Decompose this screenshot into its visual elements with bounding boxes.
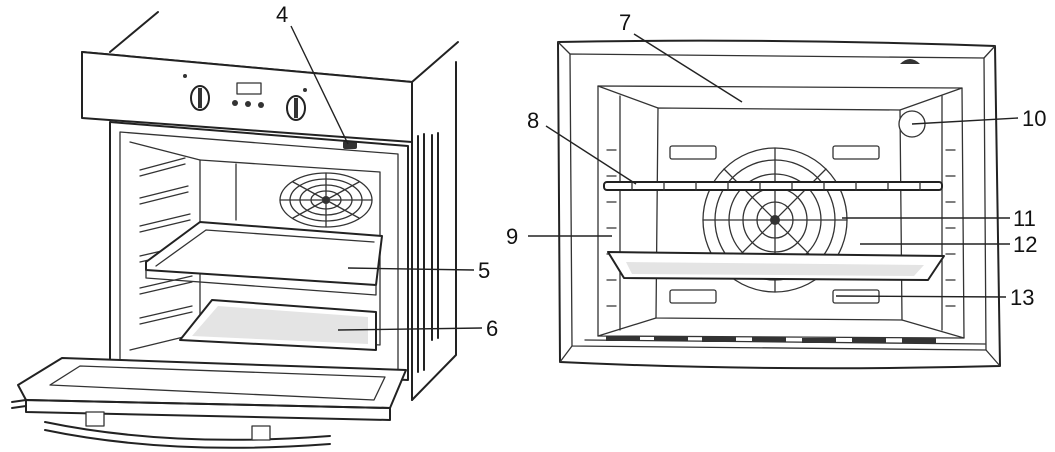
button-1[interactable]	[232, 100, 238, 106]
callout-6: 6	[486, 316, 498, 341]
rear-fan-cover	[279, 172, 373, 228]
back-panel-vents	[669, 145, 880, 304]
oven-cavity	[129, 141, 381, 351]
cavity-walls	[597, 85, 965, 339]
oven-outer-frame	[557, 39, 1001, 370]
leader-6	[337, 327, 483, 331]
callout-8: 8	[527, 108, 539, 133]
callout-9: 9	[506, 224, 518, 249]
bottom-vents	[584, 336, 986, 345]
callout-4: 4	[276, 2, 288, 27]
leader-7	[633, 33, 743, 103]
cabinet-side-strips	[417, 132, 439, 373]
cavity-back-wall	[199, 159, 381, 346]
callout-12: 12	[1013, 232, 1037, 257]
wire-shelf-front	[603, 181, 943, 191]
leader-10	[911, 117, 1019, 125]
oven-perspective-view	[11, 11, 459, 449]
callout-5: 5	[478, 258, 490, 283]
baking-tray	[179, 299, 377, 351]
top-latch	[900, 59, 920, 64]
digital-display	[236, 82, 262, 95]
right-control-knob[interactable]	[286, 95, 306, 121]
indicator-light-left	[183, 74, 187, 78]
display-and-buttons[interactable]	[232, 82, 264, 108]
callout-labels: 4 5 6 7 8 9 10 11 12 13	[276, 2, 1046, 341]
baking-tray-front	[607, 251, 945, 281]
door-lock-latch	[343, 141, 357, 149]
callout-11: 11	[1013, 206, 1036, 231]
leader-13	[835, 295, 1007, 298]
leader-8	[545, 125, 637, 185]
leader-4	[290, 25, 349, 145]
oven-door-open	[11, 357, 407, 449]
oven-front-view	[557, 39, 1001, 370]
leader-5	[347, 267, 475, 271]
indicator-light-right	[303, 88, 307, 92]
callout-13: 13	[1010, 285, 1034, 310]
door-handle[interactable]	[44, 411, 331, 449]
button-2[interactable]	[245, 101, 251, 107]
control-panel	[81, 51, 413, 149]
button-3[interactable]	[258, 102, 264, 108]
left-control-knob[interactable]	[190, 85, 210, 111]
leader-lines	[290, 25, 1019, 331]
callout-7: 7	[619, 10, 631, 35]
callout-10: 10	[1022, 106, 1046, 131]
wire-shelf	[145, 221, 383, 296]
